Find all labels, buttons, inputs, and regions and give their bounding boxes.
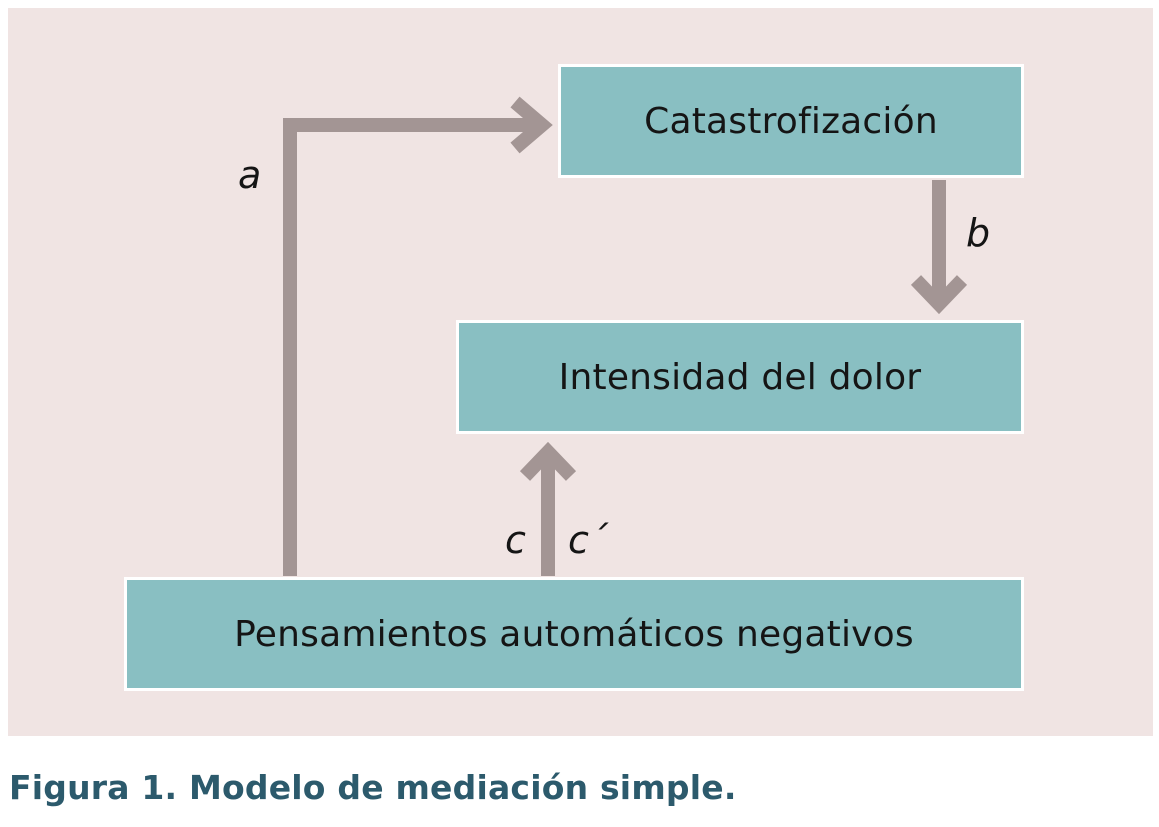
node-catastrofizacion: Catastrofización [558, 64, 1024, 178]
node-pensamientos-label: Pensamientos automáticos negativos [234, 613, 914, 655]
path-label-c-prime: c´ [568, 518, 608, 562]
node-intensidad-del-dolor: Intensidad del dolor [456, 320, 1024, 434]
node-catastrofizacion-label: Catastrofización [644, 100, 938, 142]
arrow-b [910, 180, 968, 315]
arrow-c [519, 441, 577, 576]
node-intensidad-label: Intensidad del dolor [558, 356, 922, 398]
figure-caption: Figura 1. Modelo de mediación simple. [9, 768, 737, 807]
path-label-c: c [505, 518, 526, 562]
arrow-a [283, 96, 553, 576]
path-label-a: a [238, 153, 262, 197]
path-label-b: b [966, 211, 991, 255]
node-pensamientos-automaticos: Pensamientos automáticos negativos [124, 577, 1024, 691]
